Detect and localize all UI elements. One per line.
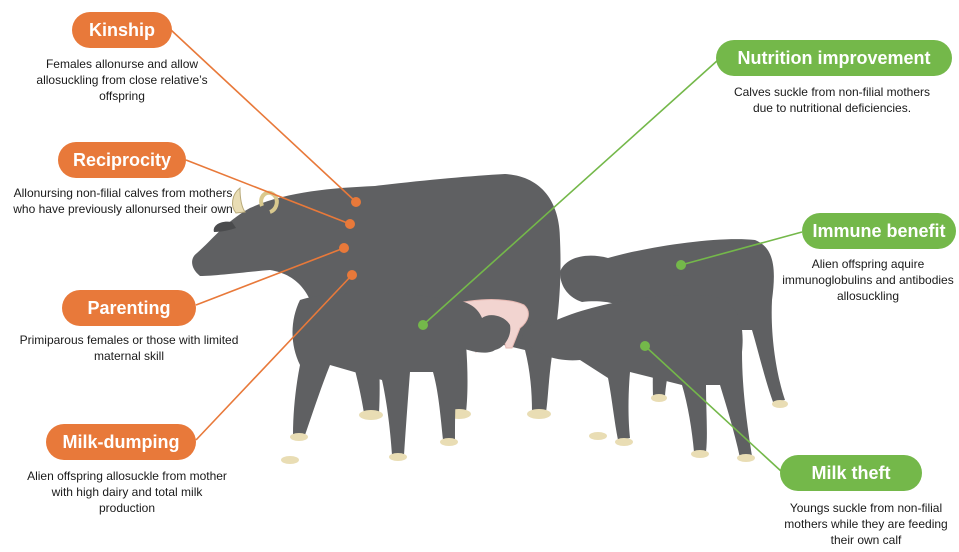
- pill-parenting: Parenting: [62, 290, 196, 326]
- pill-immune-benefit: Immune benefit: [802, 213, 956, 249]
- calf-middle-hooves-icon: [589, 432, 755, 462]
- calf-left: [293, 293, 511, 456]
- pill-kinship: Kinship: [72, 12, 172, 48]
- desc-reciprocity: Allonursing non-filial calves from mothe…: [8, 185, 238, 217]
- desc-parenting: Primiparous females or those with limite…: [14, 332, 244, 364]
- desc-nutrition-improvement: Calves suckle from non-filial mothers du…: [732, 84, 932, 116]
- desc-milk-theft: Youngs suckle from non-filial mothers wh…: [776, 500, 956, 548]
- pill-milk-dumping: Milk-dumping: [46, 424, 196, 460]
- desc-kinship: Females allonurse and allow allosuckling…: [22, 56, 222, 104]
- pill-nutrition-improvement: Nutrition improvement: [716, 40, 952, 76]
- pill-milk-theft: Milk theft: [780, 455, 922, 491]
- pill-reciprocity: Reciprocity: [58, 142, 186, 178]
- calf-right-hooves-icon: [651, 394, 788, 408]
- desc-milk-dumping: Alien offspring allosuckle from mother w…: [22, 468, 232, 516]
- desc-immune-benefit: Alien offspring aquire immunoglobulins a…: [780, 256, 956, 304]
- calf-left-hooves-icon: [281, 433, 458, 464]
